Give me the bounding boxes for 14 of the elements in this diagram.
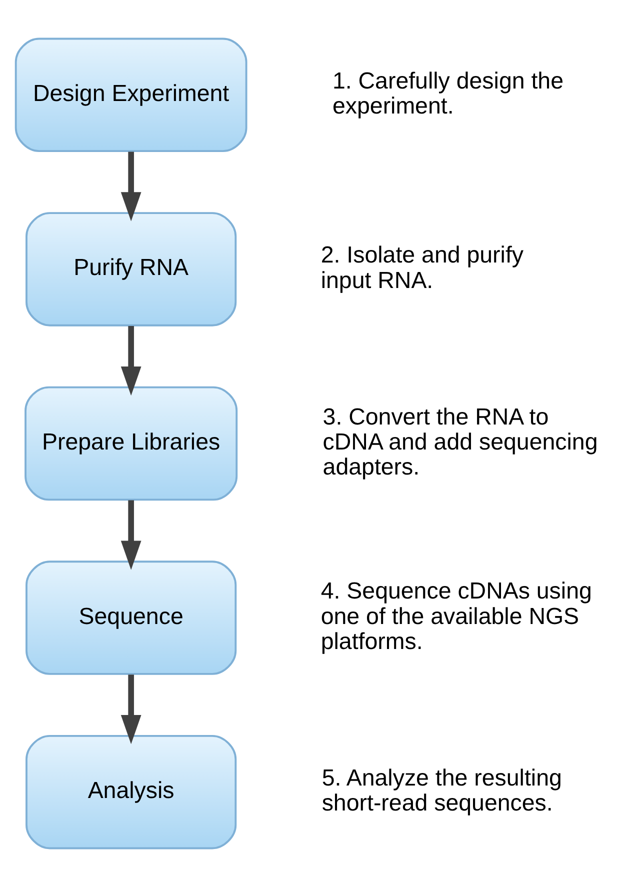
arrow [120, 326, 142, 396]
node-label: 3. Convert the RNA to cDNA and add sequencing adapters. [322, 402, 598, 480]
node-label: 1. Carefully design the experiment. [332, 66, 564, 118]
node-label: 2. Isolate and purify input RNA. [320, 241, 524, 292]
node-box: Sequence [26, 560, 237, 674]
arrow [120, 151, 142, 221]
node-box: Design Experiment [14, 37, 248, 152]
node-box: Purify RNA [26, 212, 237, 326]
node-box: Prepare Libraries [24, 386, 238, 500]
node-label: 5. Analyze the resulting short-read sequences. [322, 764, 562, 816]
arrow [120, 500, 142, 570]
arrow [120, 674, 142, 744]
node-box: Analysis [26, 734, 237, 849]
node-label: 4. Sequence cDNAs using one of the available NGS platforms. [320, 577, 592, 654]
